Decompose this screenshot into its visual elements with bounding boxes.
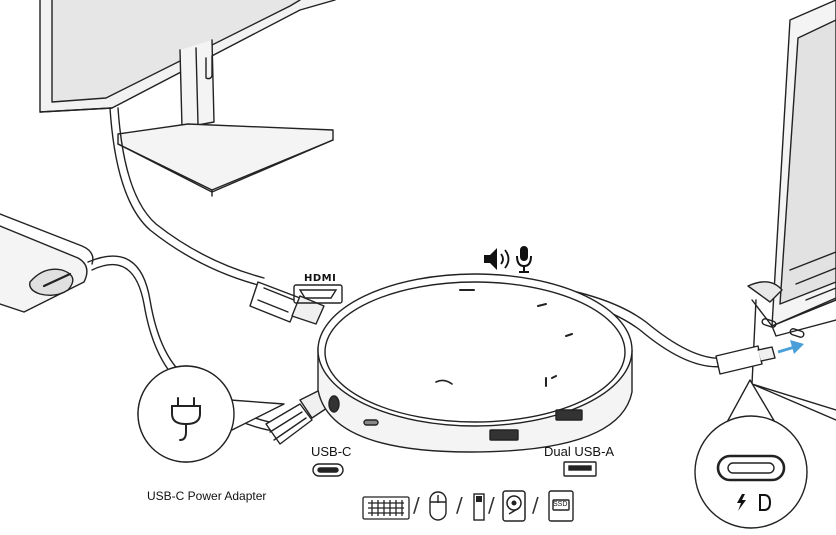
microphone-icon — [516, 246, 532, 273]
hard-drive-icon — [502, 490, 526, 522]
separator: / — [456, 493, 463, 517]
usb-drive-icon — [473, 493, 485, 521]
usb-c-port-icon — [312, 463, 344, 477]
ssd-text: SSD — [553, 501, 568, 508]
usb-c-laptop-plug — [715, 345, 776, 375]
dual-usb-a-label: Dual USB-A — [544, 444, 615, 459]
usb-c-label: USB-C — [311, 444, 352, 459]
usb-c-callout — [694, 379, 808, 529]
mouse-icon — [429, 491, 447, 521]
hdmi-label: HDMI — [304, 273, 337, 284]
speaker-icon — [484, 248, 510, 270]
usb-a-port-icon — [563, 461, 597, 477]
power-callout — [137, 365, 285, 463]
separator: / — [413, 493, 420, 517]
monitor — [39, 0, 336, 197]
power-plug-icon — [171, 397, 201, 441]
keyboard-icon — [362, 496, 410, 520]
hdmi-port-icon — [293, 284, 343, 304]
laptop — [747, 0, 836, 421]
separator: / — [532, 493, 539, 517]
separator: / — [488, 493, 495, 517]
usb-c-power-adapter-label: USB-C Power Adapter — [147, 489, 267, 503]
lightning-icon — [737, 494, 746, 511]
ssd-icon — [548, 490, 574, 522]
displayport-icon — [759, 494, 772, 511]
mobile-adapter-hub — [317, 273, 633, 453]
power-adapter — [0, 213, 94, 313]
